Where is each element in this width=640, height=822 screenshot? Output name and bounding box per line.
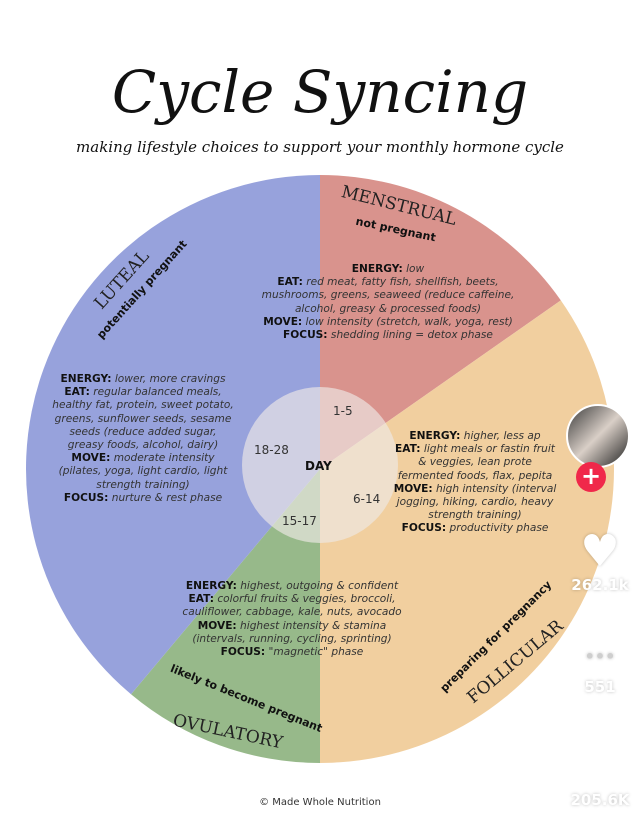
comment-icon: ••• xyxy=(578,642,622,678)
page-title: Cycle Syncing xyxy=(111,58,529,126)
save-button[interactable]: 205.6K xyxy=(568,745,632,809)
heart-icon: ♥ xyxy=(580,526,620,577)
follicular-days: 6-14 xyxy=(353,492,381,506)
save-count: 205.6K xyxy=(570,791,630,809)
like-button[interactable]: ♥ 262.1k xyxy=(568,526,632,595)
luteal-days: 18-28 xyxy=(254,443,289,457)
ovulatory-days: 15-17 xyxy=(282,514,317,528)
follicular-info: ENERGY: higher, less ap EAT: light meals… xyxy=(393,430,557,535)
comment-count: 551 xyxy=(584,678,616,696)
comment-button[interactable]: ••• 551 xyxy=(568,642,632,696)
menstrual-days: 1-5 xyxy=(333,404,353,418)
bookmark-icon xyxy=(584,747,616,785)
luteal-info: ENERGY: lower, more cravings EAT: regula… xyxy=(52,373,234,504)
like-count: 262.1k xyxy=(571,576,629,594)
ovulatory-info: ENERGY: highest, outgoing & confident EA… xyxy=(182,580,402,659)
menstrual-info: ENERGY: low EAT: red meat, fatty fish, s… xyxy=(261,263,515,342)
follow-button[interactable]: + xyxy=(576,462,606,492)
day-label: DAY xyxy=(305,459,332,473)
creator-avatar[interactable] xyxy=(566,404,630,468)
luteal-sector xyxy=(26,175,320,695)
copyright: © Made Whole Nutrition xyxy=(259,797,381,808)
ovulatory-sector xyxy=(131,469,320,763)
menstrual-sector xyxy=(320,175,561,469)
day-center-circle xyxy=(242,387,398,543)
subtitle: making lifestyle choices to support your… xyxy=(76,138,564,156)
follicular-sector xyxy=(320,300,614,763)
